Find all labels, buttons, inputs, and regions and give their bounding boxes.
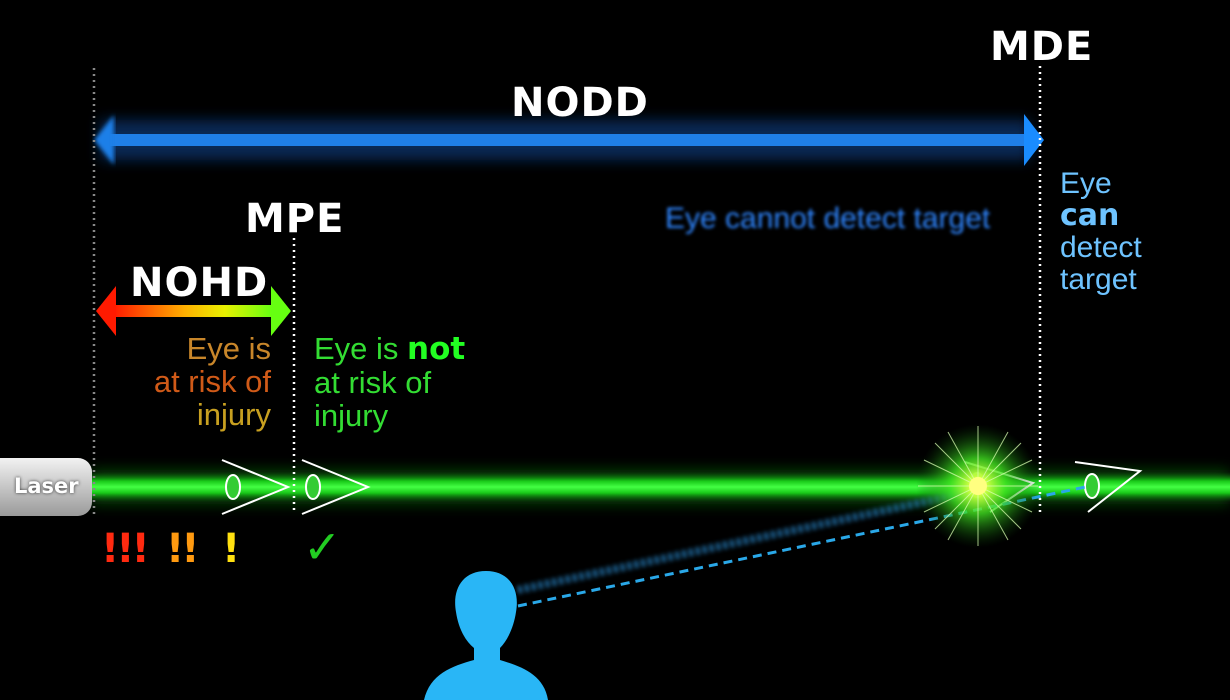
mde-label: MDE xyxy=(990,24,1094,70)
safe-text: Eye is not at risk of injury xyxy=(314,332,465,432)
risk-line-2: at risk of xyxy=(153,364,271,399)
nohd-label: NOHD xyxy=(130,260,269,306)
risk-text: Eye is at risk of injury xyxy=(110,332,271,431)
laser-label: Laser xyxy=(14,474,79,498)
cannot-detect-text: Eye cannot detect target xyxy=(665,202,991,235)
laser-source: Laser xyxy=(0,458,92,516)
danger-high-marker: !!! xyxy=(101,526,150,572)
safe-prefix: Eye is xyxy=(314,331,408,366)
safe-line-3: injury xyxy=(314,398,389,433)
sight-line-blurred xyxy=(517,488,971,594)
risk-line-1: Eye is xyxy=(186,331,271,366)
dazzle-flare-icon xyxy=(916,424,1040,548)
mpe-label: MPE xyxy=(245,196,345,242)
risk-line-3: injury xyxy=(196,397,271,432)
person-icon xyxy=(424,571,548,700)
nodd-arrow xyxy=(94,114,1044,166)
eye-icon xyxy=(221,459,291,515)
safe-check-icon: ✓ xyxy=(303,520,342,574)
can-detect-line-1: Eye xyxy=(1060,167,1112,200)
eye-icon xyxy=(301,459,371,515)
can-detect-line-4: target xyxy=(1060,263,1137,296)
nodd-label: NODD xyxy=(511,80,649,126)
danger-medium-marker: !! xyxy=(166,526,200,572)
nohd-arrow xyxy=(96,286,291,336)
safe-line-1: Eye is not xyxy=(314,332,465,366)
safe-bold: not xyxy=(407,331,466,367)
danger-low-marker: ! xyxy=(222,526,241,572)
can-detect-text: Eye can detect target xyxy=(1060,168,1142,296)
can-detect-line-3: detect xyxy=(1060,231,1142,264)
eye-icon xyxy=(1074,461,1143,513)
can-detect-line-2: can xyxy=(1060,198,1120,233)
safe-line-2: at risk of xyxy=(314,365,432,400)
